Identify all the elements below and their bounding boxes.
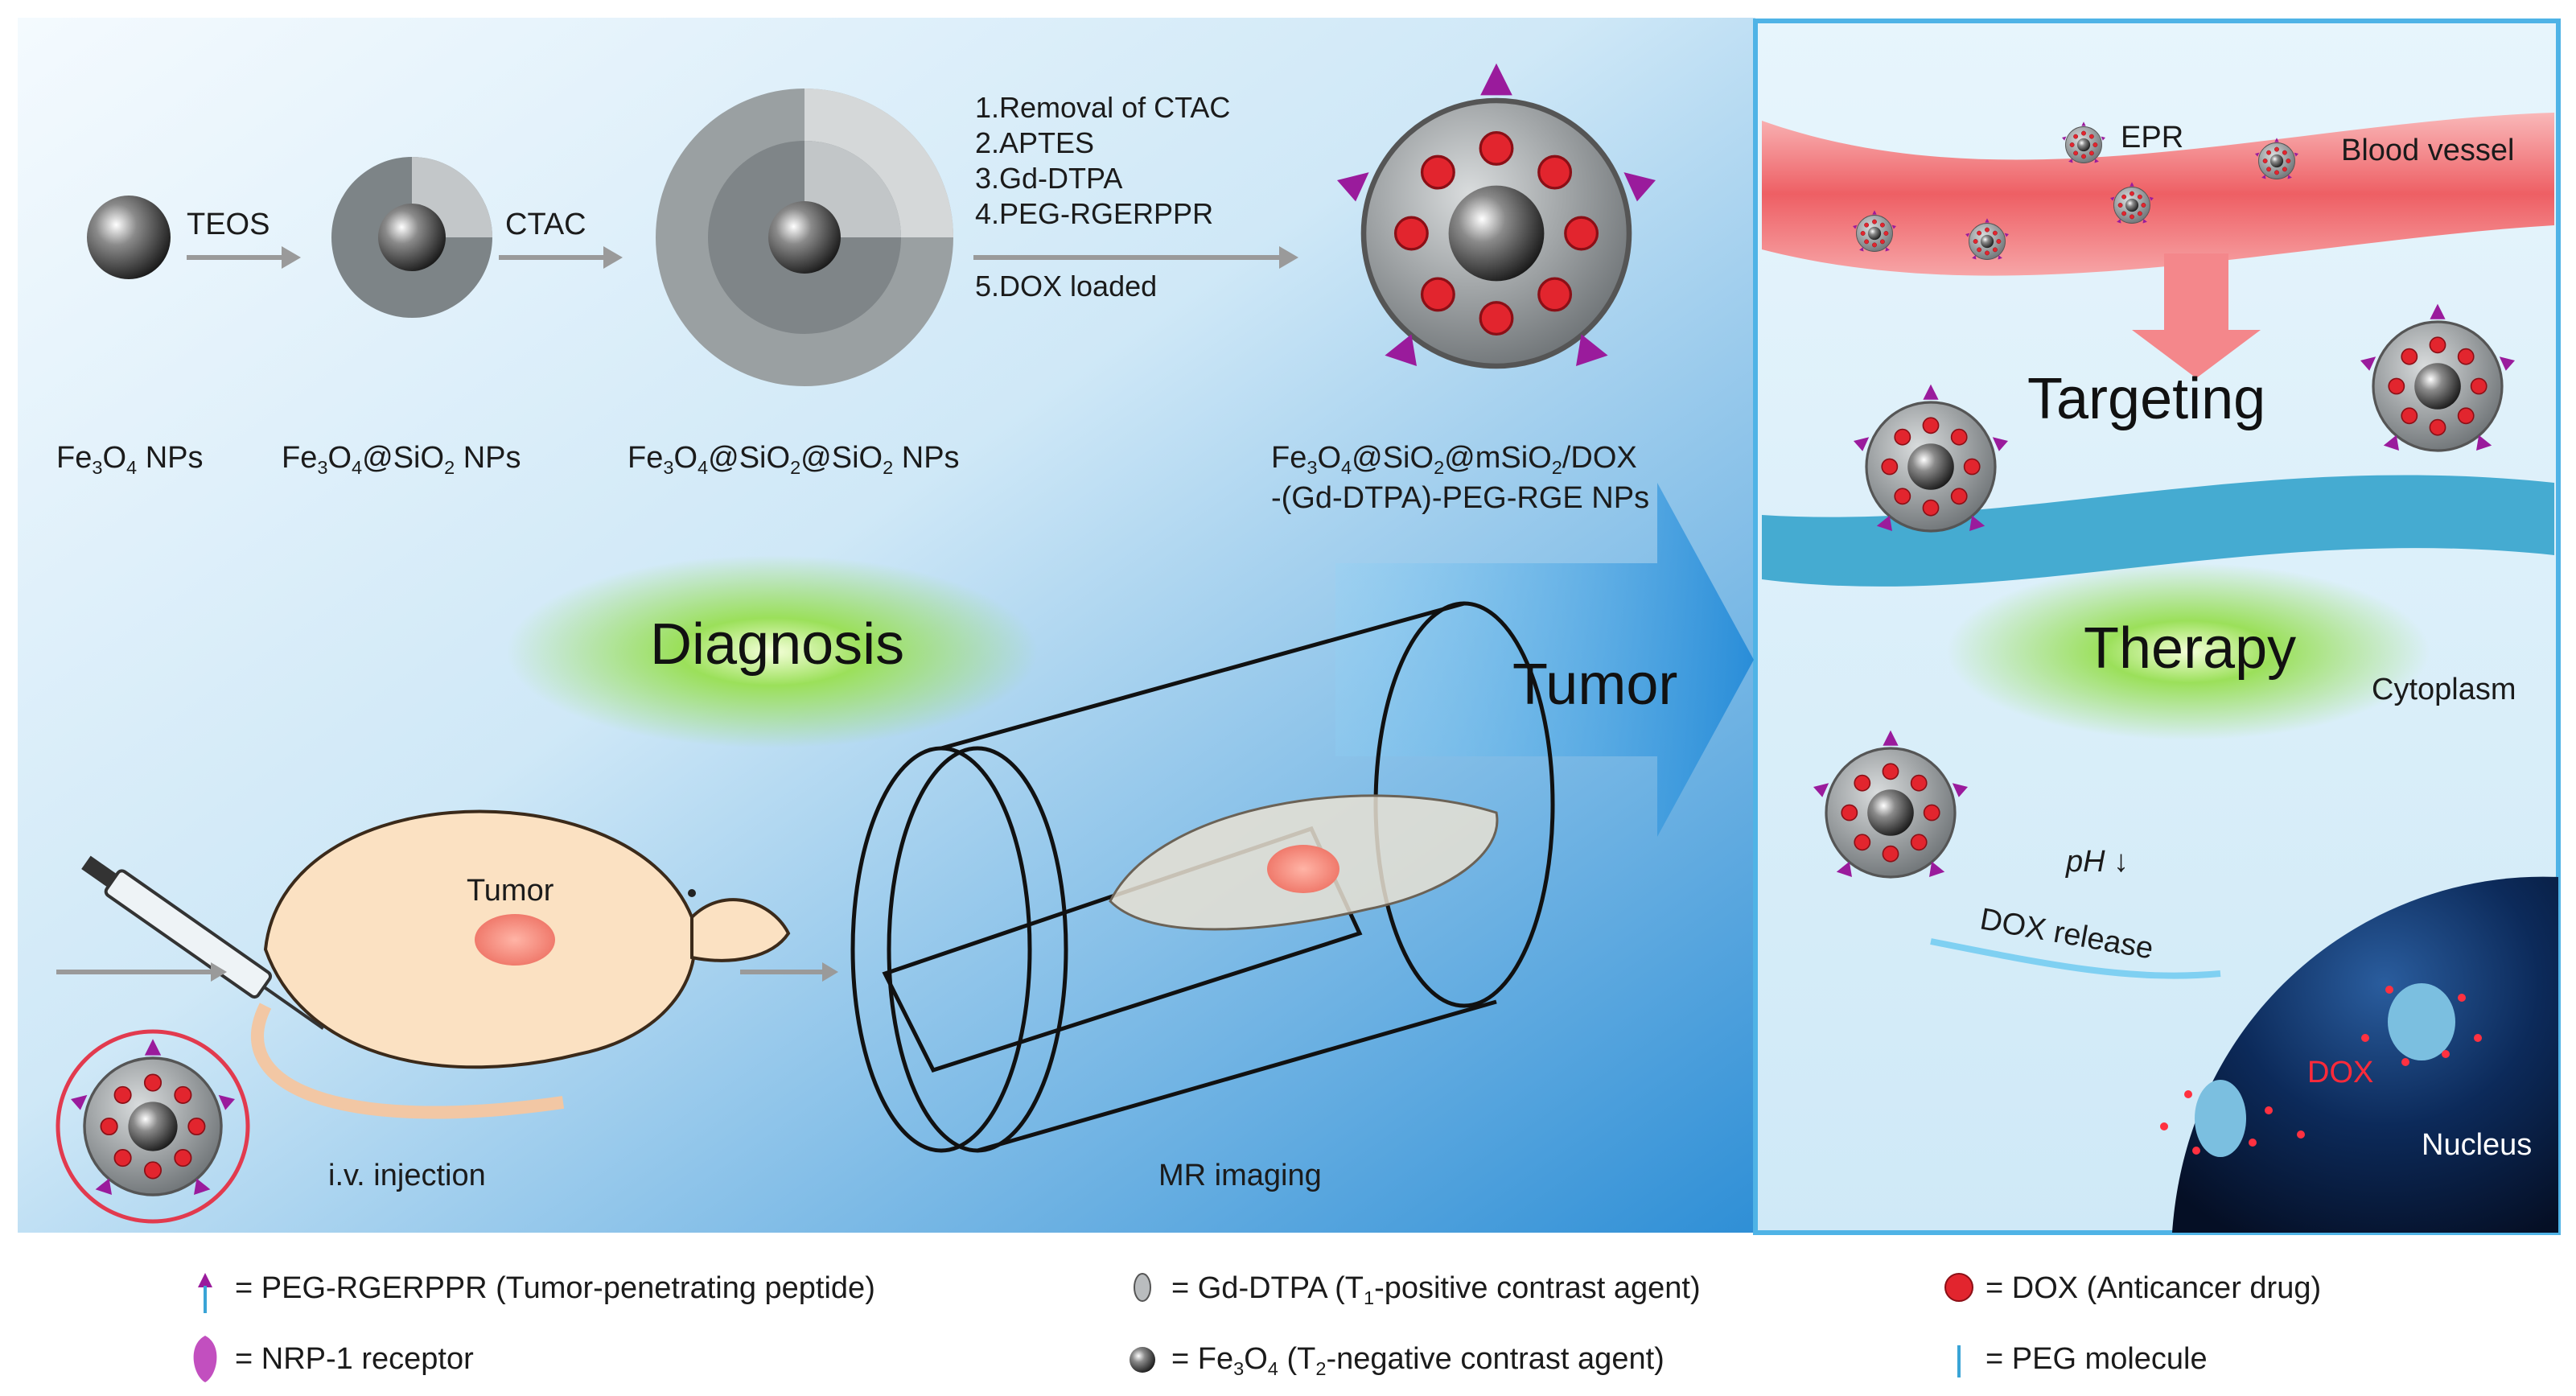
mr-imaging-label: MR imaging (1158, 1159, 1322, 1192)
legend-nrp1: = NRP-1 receptor (235, 1342, 474, 1376)
diagnosis-title: Diagnosis (650, 612, 905, 677)
mouse-1 (251, 809, 791, 1119)
np4-label-line1: Fe3O4@SiO2@mSiO2/DOX (1271, 441, 1637, 479)
injection-label: i.v. injection (328, 1159, 486, 1192)
legend-peg-rgerppr: = PEG-RGERPPR (Tumor-penetrating peptide… (235, 1271, 875, 1305)
targeting-title: Targeting (2027, 367, 2266, 431)
np4-label-line2: -(Gd-DTPA)-PEG-RGE NPs (1271, 481, 1650, 515)
legend-peg-molecule: = PEG molecule (1985, 1342, 2208, 1376)
arrow-ctac-label: CTAC (505, 208, 586, 241)
arrow-teos-label: TEOS (187, 208, 270, 241)
dox-label: DOX (2307, 1056, 2374, 1089)
np1-label: Fe3O4 NPs (56, 441, 204, 479)
synthesis-step-5: 5.DOX loaded (975, 270, 1158, 303)
tumor-big-label: Tumor (1512, 653, 1678, 717)
cytoplasm-label: Cytoplasm (2372, 673, 2516, 706)
np2-label: Fe3O4@SiO2 NPs (282, 441, 521, 479)
legend-gd-dtpa: = Gd-DTPA (T1-positive contrast agent) (1171, 1271, 1701, 1309)
nucleus-label: Nucleus (2422, 1128, 2533, 1162)
therapy-title: Therapy (2084, 616, 2297, 681)
ph-label: pH ↓ (2066, 845, 2130, 879)
synthesis-step-3: 3.Gd-DTPA (975, 162, 1123, 195)
np3-label: Fe3O4@SiO2@SiO2 NPs (628, 441, 960, 479)
legend-fe3o4: = Fe3O4 (T2-negative contrast agent) (1171, 1342, 1665, 1380)
synthesis-step-4: 4.PEG-RGERPPR (975, 197, 1214, 230)
synthesis-step-1: 1.Removal of CTAC (975, 91, 1231, 124)
mouse-tumor-label: Tumor (467, 874, 554, 908)
epr-label: EPR (2121, 121, 2184, 154)
legend-dox: = DOX (Anticancer drug) (1985, 1271, 2322, 1305)
synthesis-step-2: 2.APTES (975, 126, 1095, 159)
blood-vessel-label: Blood vessel (2341, 134, 2515, 167)
legend-icons (193, 1273, 1973, 1382)
